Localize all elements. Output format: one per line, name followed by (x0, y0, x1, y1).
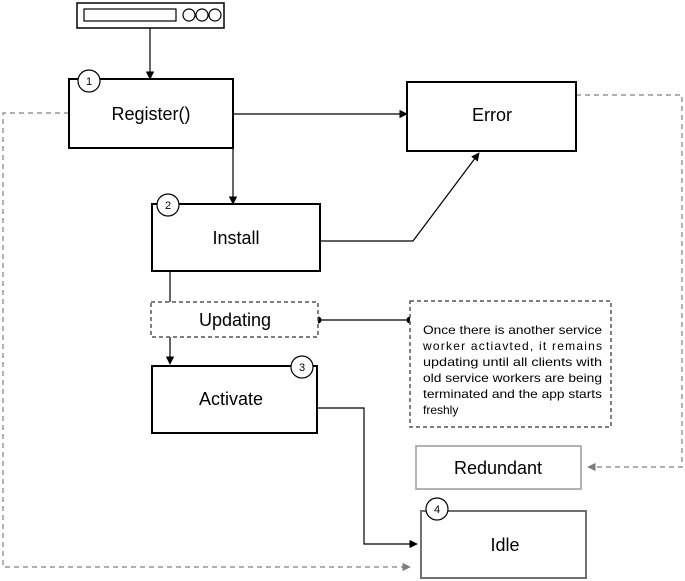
browser-window-icon (76, 2, 225, 29)
updating-label: Updating (199, 310, 271, 330)
step-badge-1: 1 (77, 69, 101, 93)
arrow-install-to-error (320, 152, 480, 242)
updating-node: Updating (150, 301, 319, 338)
install-node: Install (151, 203, 321, 272)
idle-node: Idle (420, 510, 587, 579)
dashed-arrow-register-to-idle (2, 112, 411, 572)
note-line-6: freshly (423, 403, 458, 417)
install-label: Install (212, 228, 259, 248)
note-line-1: Once there is another service (423, 323, 602, 337)
step-badge-4: 4 (425, 497, 449, 521)
step-badge-2: 2 (156, 193, 180, 217)
error-label: Error (472, 105, 512, 125)
register-label: Register() (111, 104, 190, 124)
activate-node: Activate (151, 365, 318, 434)
note-line-2: worker actiavted, it remains (422, 339, 602, 353)
note-line-4: old service workers are being (423, 371, 602, 385)
note-line-3: updating until all clients with (423, 355, 602, 369)
error-node: Error (406, 81, 577, 152)
activate-label: Activate (199, 389, 263, 409)
svg-text:4: 4 (434, 504, 440, 516)
arrow-activate-to-idle (317, 407, 418, 549)
redundant-label: Redundant (454, 458, 542, 478)
svg-text:3: 3 (299, 362, 305, 374)
register-node: Register() (68, 78, 234, 149)
updating-note: Once there is another service worker act… (409, 300, 612, 428)
dashed-arrow-error-to-redundant (576, 94, 683, 472)
svg-text:1: 1 (86, 76, 92, 88)
redundant-node: Redundant (415, 445, 582, 490)
svg-text:2: 2 (165, 200, 171, 212)
idle-label: Idle (490, 535, 519, 555)
step-badge-3: 3 (290, 355, 314, 379)
note-line-5: terminated and the app starts (423, 387, 602, 401)
